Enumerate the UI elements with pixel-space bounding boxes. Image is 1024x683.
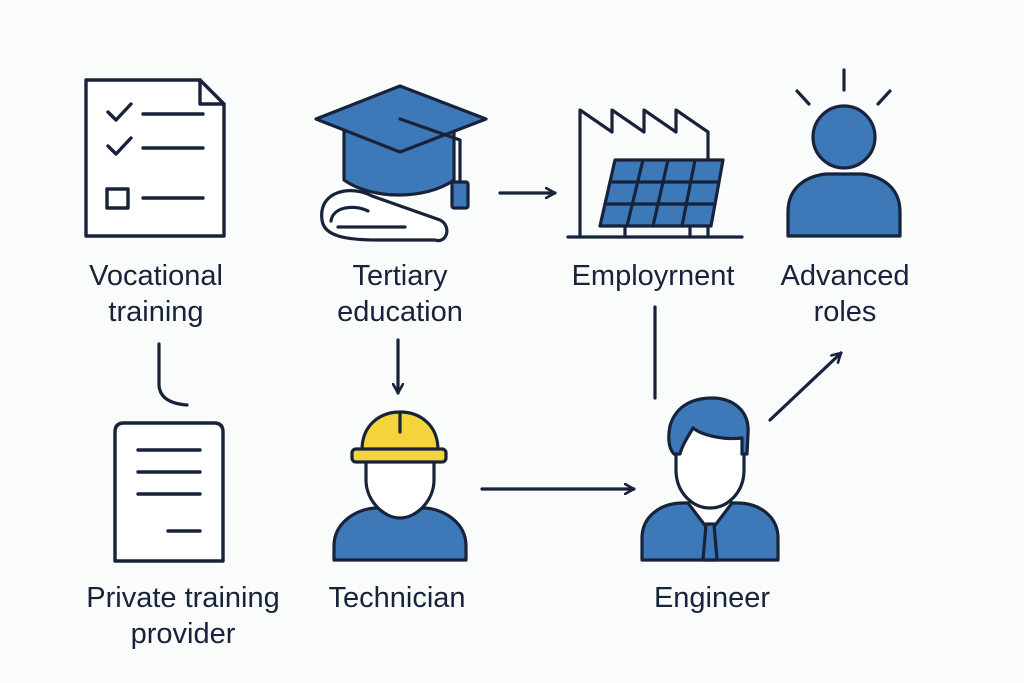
label-line: Employrnent [571, 260, 735, 292]
label-line: Advanced [780, 260, 910, 292]
label-line: training [108, 296, 204, 328]
hard-hat-worker-icon [332, 410, 468, 562]
checklist-document-icon [84, 78, 226, 238]
connectors [157, 193, 843, 489]
label-line: education [337, 296, 463, 328]
label-vocational-training: Vocational training [89, 258, 223, 330]
label-employment: Employrnent [572, 258, 735, 294]
highlighted-person-icon [786, 68, 902, 238]
engineer-tie-icon [640, 396, 780, 562]
text-document-icon [113, 421, 225, 563]
label-line: Technician [328, 582, 466, 614]
label-line: Engineer [653, 582, 771, 614]
label-tertiary-education: Tertiary education [337, 258, 463, 330]
label-line: Tertiary [352, 260, 448, 292]
label-private-training-provider: Private training provider [86, 580, 279, 652]
label-line: Vocational [89, 260, 223, 292]
label-line: provider [130, 618, 236, 650]
label-technician: Technician [328, 580, 465, 616]
line-vocational-to-private [157, 342, 189, 407]
label-line: roles [813, 296, 877, 328]
arrow-engineer-to-advanced [768, 351, 843, 422]
label-engineer: Engineer [654, 580, 770, 616]
graduation-cap-icon [314, 84, 488, 243]
label-advanced-roles: Advanced roles [781, 258, 910, 330]
solar-factory-icon [566, 108, 744, 239]
label-line: Private training [86, 582, 280, 614]
